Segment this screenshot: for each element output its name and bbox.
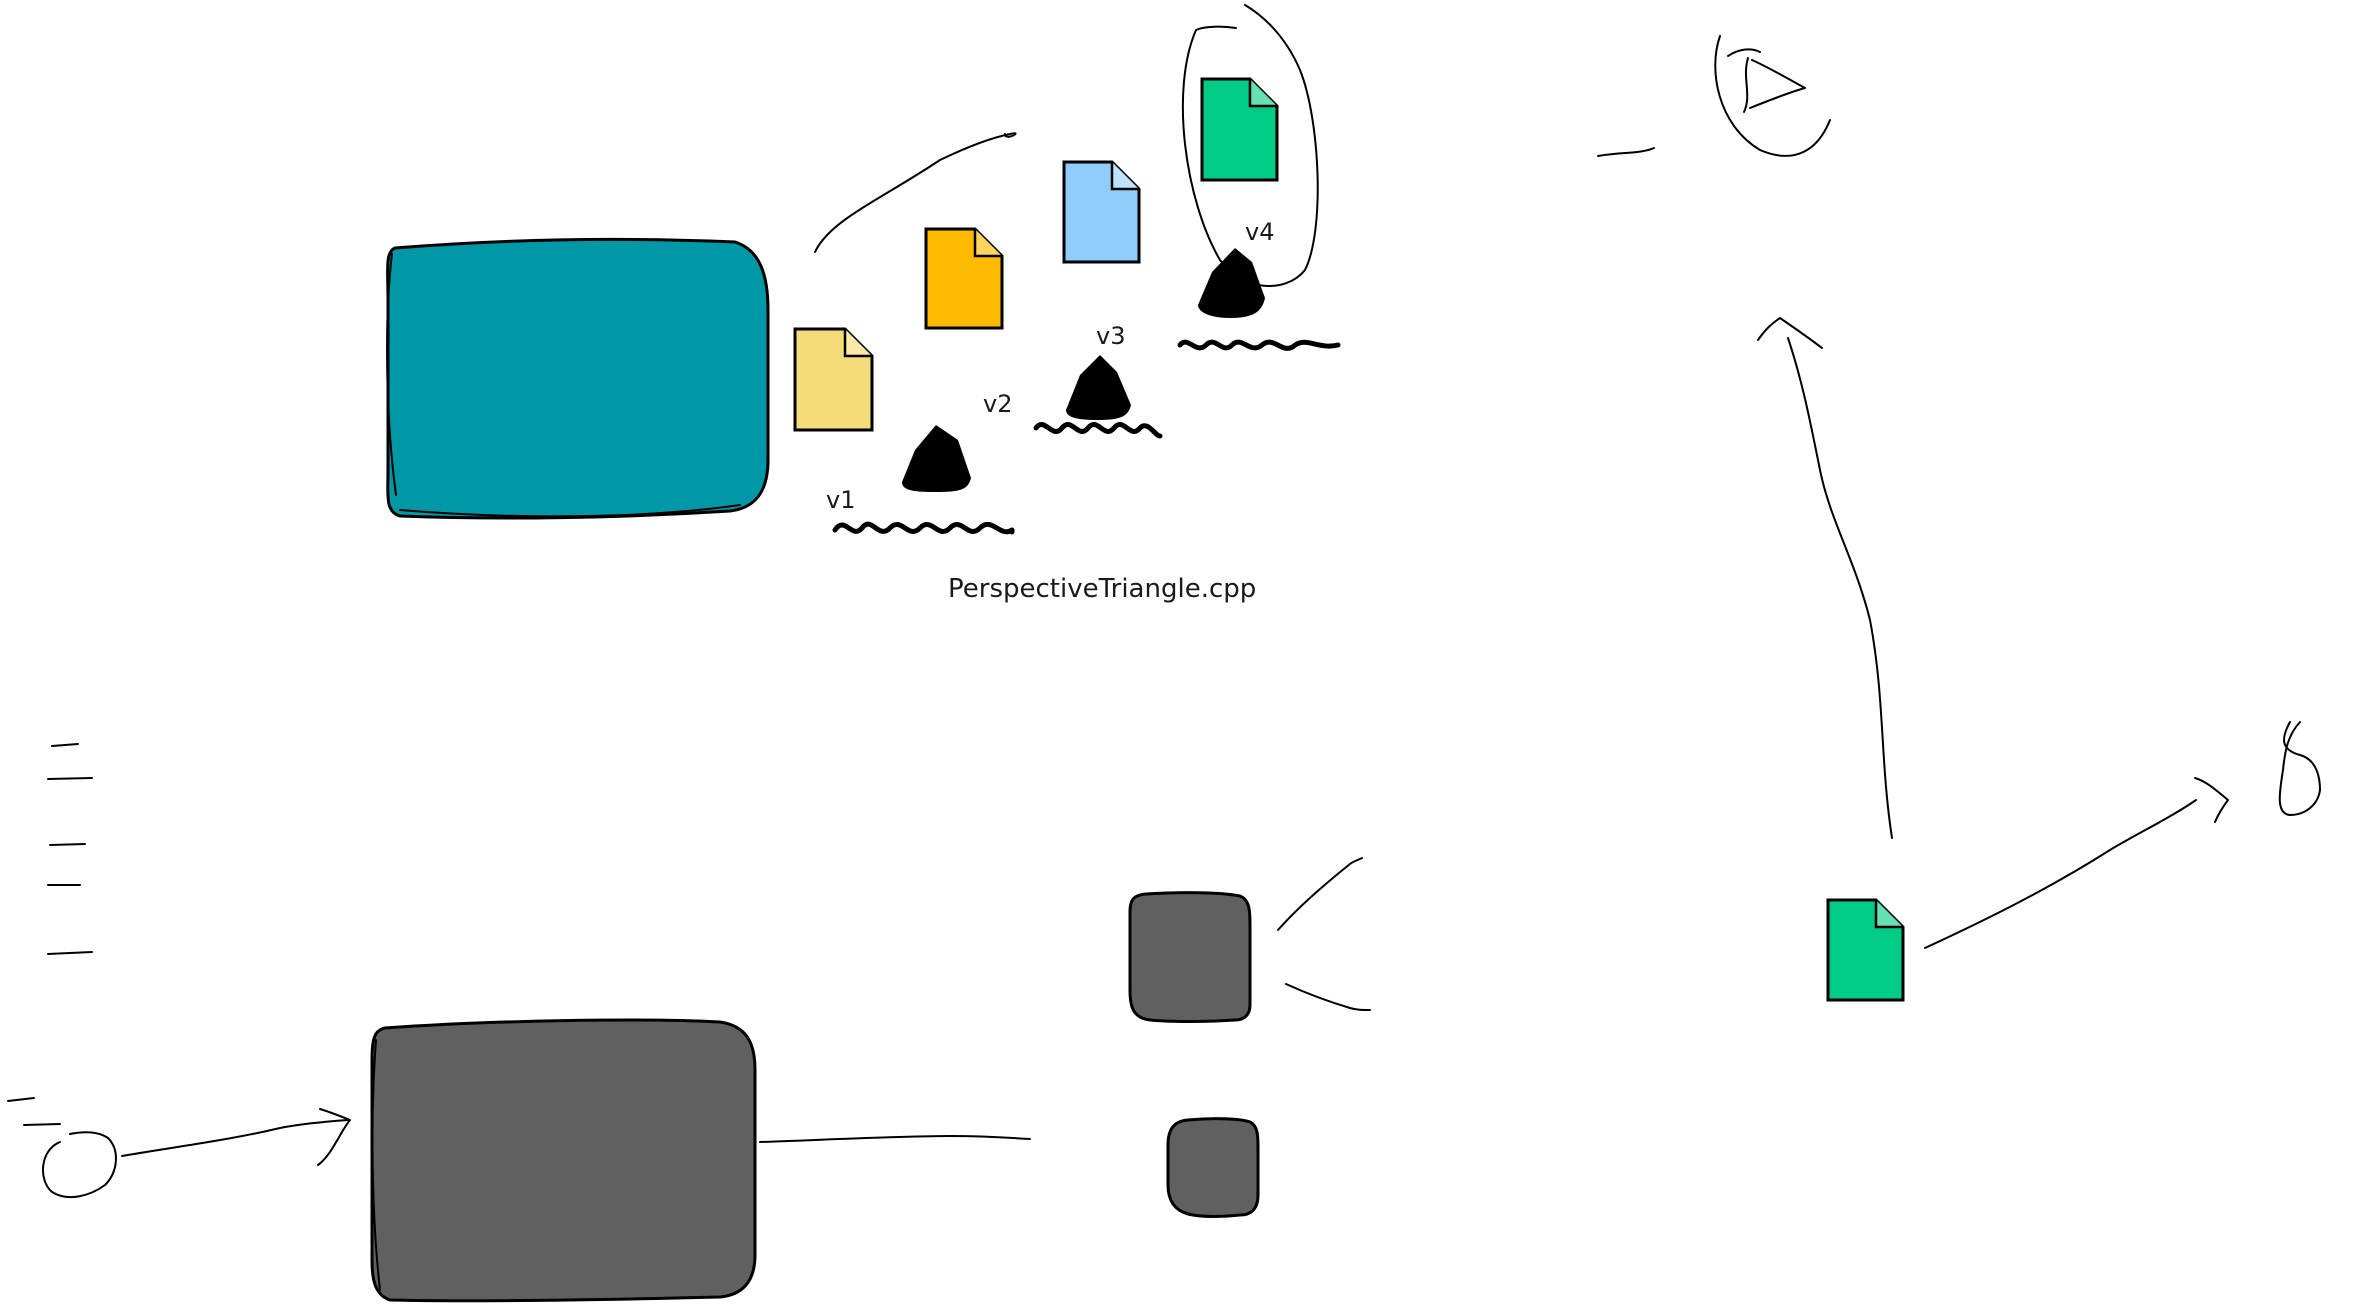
version-label-v1: v1 [826, 486, 855, 514]
gray-box-small-upper[interactable] [1128, 891, 1252, 1023]
teal-box[interactable] [386, 238, 770, 520]
connector-line [759, 1135, 1031, 1143]
side-eye-icon [2278, 721, 2321, 816]
file-icon-v3[interactable] [1062, 160, 1141, 264]
file-icon-v4[interactable] [1200, 77, 1279, 182]
dash-marks [7, 743, 93, 1126]
file-icon-output[interactable] [1826, 898, 1905, 1002]
squiggle-icon-v2 [1033, 422, 1163, 439]
file-icon-v2[interactable] [924, 227, 1004, 330]
squiggle-icon-v1 [832, 521, 1015, 535]
input-loop-arrow [41, 1108, 351, 1199]
triangle-icon-v1[interactable] [902, 425, 971, 492]
highlight-ellipse [1181, 4, 1319, 287]
filename-label: PerspectiveTriangle.cpp [948, 574, 1256, 604]
gray-box-large[interactable] [370, 1018, 757, 1303]
arrow-to-side-eye [1924, 799, 2197, 949]
triangle-icon-v2[interactable] [1066, 355, 1131, 420]
version-label-v3: v3 [1096, 322, 1125, 350]
connector-curve [814, 132, 1017, 253]
eye-icon [1597, 35, 1831, 157]
squiggle-icon-v4 [1177, 339, 1341, 351]
version-label-v4: v4 [1245, 218, 1274, 246]
file-icon-v1[interactable] [793, 327, 874, 432]
gray-box-small-lower[interactable] [1166, 1117, 1260, 1218]
triangle-icon-v4[interactable] [1198, 248, 1265, 318]
spread-lines [1277, 857, 1371, 1011]
version-label-v2: v2 [983, 390, 1012, 418]
arrow-to-eye [1787, 337, 1893, 839]
